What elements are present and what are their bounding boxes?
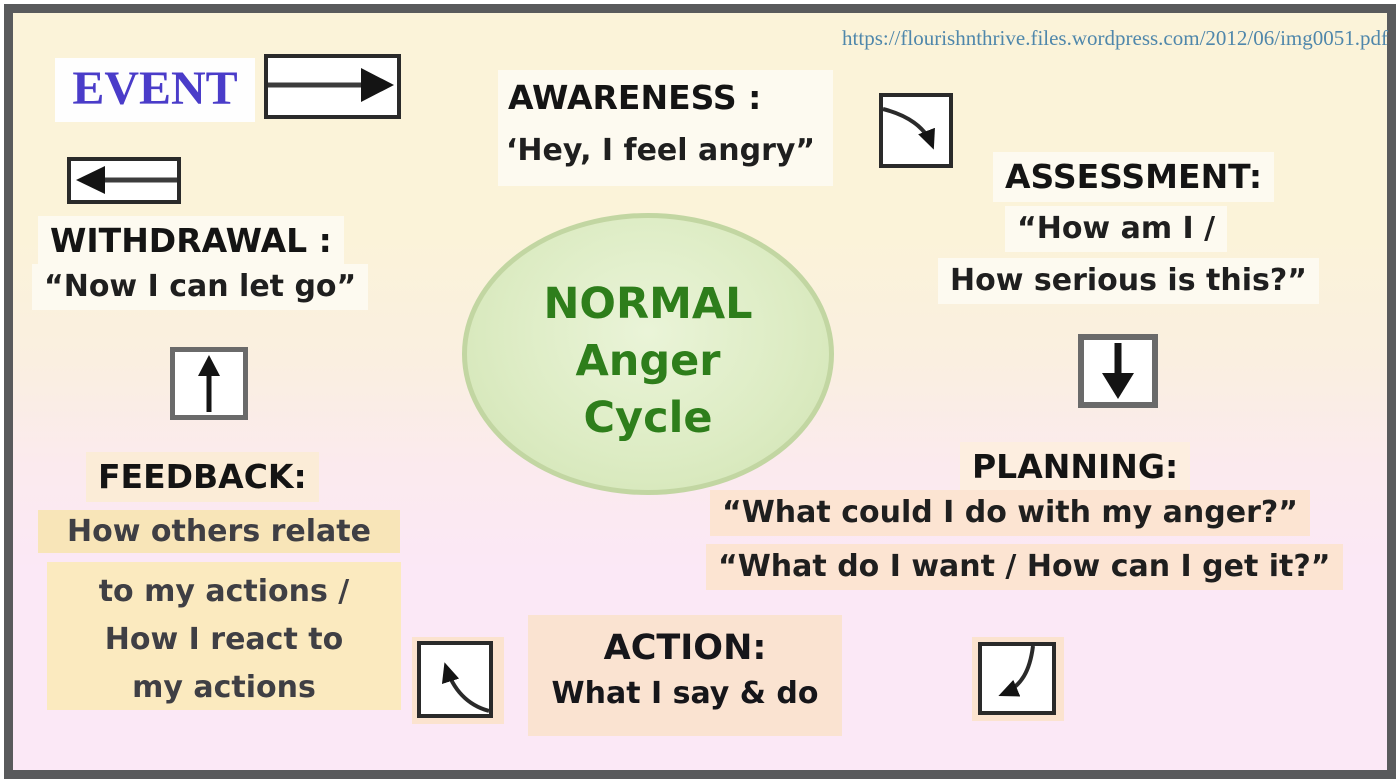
down-arrow-icon bbox=[1078, 334, 1158, 408]
feedback-line-2: to my actions / bbox=[98, 574, 350, 609]
center-ellipse: NORMAL Anger Cycle bbox=[462, 213, 834, 495]
curve-down-right-arrow-icon bbox=[879, 93, 953, 168]
planning-quote-line2: “What do I want / How can I get it?” bbox=[706, 544, 1343, 590]
feedback-block: to my actions / How I react to my action… bbox=[47, 562, 401, 710]
ellipse-line-2: Anger bbox=[575, 336, 721, 386]
withdrawal-quote: “Now I can let go” bbox=[32, 264, 369, 310]
planning-title: PLANNING: bbox=[960, 442, 1191, 492]
action-title: ACTION: bbox=[603, 628, 767, 668]
feedback-line-4: my actions bbox=[132, 670, 316, 705]
action-description: What I say & do bbox=[551, 676, 819, 711]
assessment-quote-line1: “How am I / bbox=[1005, 206, 1228, 252]
awareness-highlight bbox=[498, 70, 833, 186]
right-arrow-icon bbox=[264, 54, 401, 119]
feedback-line-1: How others relate bbox=[38, 510, 400, 553]
withdrawal-title: WITHDRAWAL : bbox=[38, 216, 344, 266]
feedback-title: FEEDBACK: bbox=[86, 452, 319, 502]
planning-quote-line1: “What could I do with my anger?” bbox=[710, 490, 1311, 536]
curve-up-left-arrow-icon bbox=[417, 641, 493, 718]
event-label: EVENT bbox=[55, 58, 255, 122]
assessment-quote-line2: How serious is this?” bbox=[938, 258, 1319, 304]
ellipse-line-3: Cycle bbox=[583, 393, 713, 443]
assessment-title: ASSESSMENT: bbox=[993, 152, 1275, 202]
left-arrow-icon bbox=[67, 157, 181, 204]
awareness-title: AWARENESS : bbox=[508, 78, 762, 117]
feedback-line-3: How I react to bbox=[104, 622, 344, 657]
curve-down-left-arrow-icon bbox=[978, 642, 1056, 715]
ellipse-line-1: NORMAL bbox=[543, 279, 753, 329]
source-url-link[interactable]: https://flourishnthrive.files.wordpress.… bbox=[842, 26, 1388, 50]
up-arrow-icon bbox=[170, 347, 248, 420]
awareness-quote: ‘Hey, I feel angry” bbox=[506, 133, 816, 168]
action-block: ACTION: What I say & do bbox=[528, 615, 842, 736]
